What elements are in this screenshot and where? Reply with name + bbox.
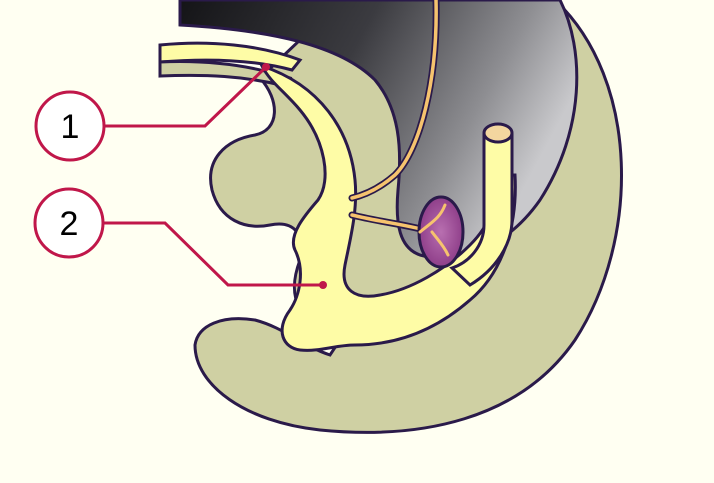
leader-line-2 — [104, 223, 323, 285]
callout-2-label: 2 — [60, 205, 79, 243]
callout-1-label: 1 — [61, 108, 80, 146]
ganglion — [419, 197, 463, 267]
callout-1: 1 — [36, 92, 104, 160]
leader-dot-1 — [262, 63, 270, 71]
tube-opening — [484, 124, 512, 142]
callout-2: 2 — [35, 189, 103, 257]
leader-dot-2 — [319, 281, 327, 289]
